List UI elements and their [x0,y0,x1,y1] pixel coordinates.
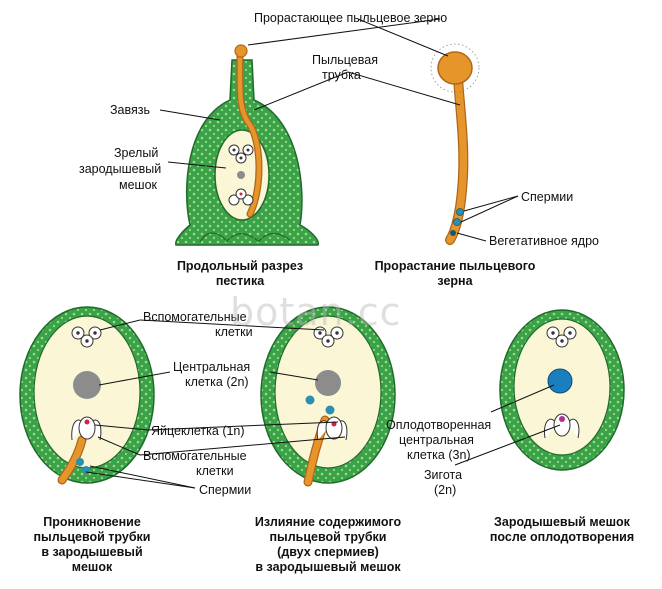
label-mature-sac-3: мешок [119,178,157,192]
sac-discharge [260,306,396,487]
central-nucleus-2 [315,370,341,396]
pollen-grain [437,51,473,85]
pistil-section [175,44,319,246]
watermark-text: botan.cc [230,290,402,334]
label-pollen-tube-2: трубка [322,68,361,82]
label-zygote-1: Зигота [424,468,463,482]
grain-sperm [456,208,464,216]
grain-vegetative-nucleus [450,230,456,236]
label-vegetative-nucleus: Вегетативное ядро [489,234,599,248]
label-fertilized-central-2: центральная [399,433,474,447]
label-ovary: Завязь [110,103,151,117]
caption-germination: Прорастание пыльцевого зерна [374,259,536,288]
zygote-nucleus [559,416,565,422]
central-nucleus-1 [73,371,101,399]
label-mature-sac-1: Зрелый [114,146,159,160]
label-aux-cells-top-2: клетки [215,325,253,339]
label-sperms-top: Спермии [521,190,574,204]
pistil-stigma-grain [234,44,248,58]
label-pollen-tube-1: Пыльцевая [312,53,378,67]
caption-pistil: Продольный разрез пестика [176,259,304,288]
label-mature-sac-2: зародышевый [79,162,162,176]
sac-penetration [19,306,155,485]
label-germinating-grain: Прорастающее пыльцевое зерно [254,11,448,25]
discharged-sperm [305,395,315,405]
label-aux-cells-bottom-1: Вспомогательные [143,449,247,463]
leader-lines [85,18,561,489]
label-aux-cells-bottom-2: клетки [196,464,234,478]
label-aux-cells-top-1: Вспомогательные [143,310,247,324]
label-sperms-bottom: Спермии [199,483,252,497]
caption-after-fertilization: Зародышевый мешок после оплодотворения [489,515,635,544]
caption-discharge: Излияние содержимого пыльцевой трубки (д… [254,515,402,574]
label-central-cell-2: клетка (2n) [185,375,249,389]
label-fertilized-central-3: клетка (3n) [407,448,471,462]
caption-penetration: Проникновение пыльцевой трубки в зародыш… [33,515,151,574]
label-fertilized-central-1: Оплодотворенная [386,418,492,432]
germinating-grain [430,43,480,245]
label-zygote-2: (2n) [434,483,457,497]
label-central-cell-1: Центральная [173,360,251,374]
sac-after-fertilization [499,309,625,471]
label-egg-cell: Яйцеклетка (1n) [151,424,245,438]
fused-central-nucleus [547,368,573,394]
pistil-central-nucleus [237,171,245,179]
